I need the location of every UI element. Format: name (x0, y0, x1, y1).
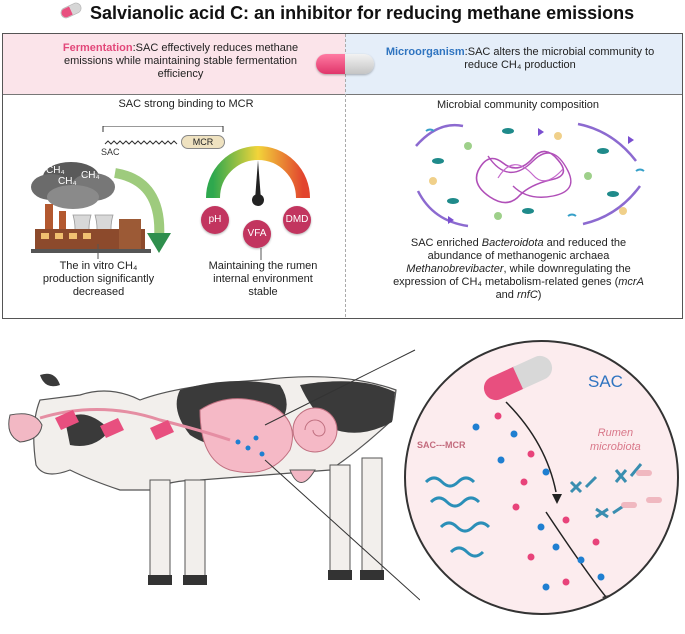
cow-illustration (8, 349, 420, 601)
sac-label: SAC (588, 372, 623, 391)
fermentation-summary: Fermentation:SAC effectively reduces met… (53, 42, 308, 81)
summary-gene-mcra: mcrA (618, 276, 644, 288)
microorganism-text: :SAC alters the microbial community to r… (464, 46, 655, 71)
title-row: Salvianolic acid C: an inhibitor for red… (0, 0, 685, 30)
microorganism-summary: Microorganism:SAC alters the microbial c… (375, 46, 665, 72)
summary-panel: Fermentation:SAC effectively reduces met… (2, 33, 683, 319)
microbial-community-illustration (415, 122, 645, 228)
microorganism-header (345, 34, 682, 94)
summary-text: SAC enriched (410, 237, 482, 249)
summary-text: and (495, 289, 517, 301)
ch4-label: CH₄ (81, 170, 100, 181)
rumen-label-line: microbiota (590, 441, 641, 453)
binding-title: SAC strong binding to MCR (118, 98, 254, 110)
rumen-contents (424, 355, 662, 604)
summary-text: , while downregulating the expression of… (393, 263, 631, 288)
mcr-tag: MCR (181, 135, 225, 149)
sac-tag: SAC (101, 147, 120, 157)
microorganism-label: Microorganism (385, 46, 465, 58)
fermentation-header (3, 34, 345, 94)
summary-text: ) (537, 289, 542, 301)
factory-emission-icon (31, 162, 171, 253)
header-divider (3, 94, 682, 95)
fermentation-text: :SAC effectively reduces methane emissio… (64, 42, 299, 80)
summary-taxon-bacteroidota: Bacteroidota (481, 237, 544, 249)
capsule-icon (58, 0, 84, 21)
ch4-label: CH₄ (46, 165, 65, 176)
rumen-microbiota-label: Rumen microbiota (590, 426, 641, 454)
composition-title: Microbial community composition (437, 99, 599, 111)
ch4-label: CH₄ (58, 176, 77, 187)
fermentation-label: Fermentation (62, 42, 133, 54)
gauge-caption: Maintaining the rumen internal environme… (208, 260, 318, 298)
summary-taxon-methanobrevibacter: Methanobrevibacter (406, 263, 504, 275)
rumen-label-line: Rumen (597, 427, 634, 439)
dmd-badge: DMD (283, 206, 311, 234)
vfa-badge: VFA (243, 220, 271, 248)
page-title: Salvianolic acid C: an inhibitor for red… (90, 3, 635, 23)
connector-lines (97, 244, 262, 260)
microbiome-summary: SAC enriched Bacteroidota and reduced th… (386, 237, 651, 302)
gauge-icon (206, 146, 310, 206)
capsule-icon (316, 54, 374, 74)
sac-mcr-label: SAC---MCR (417, 440, 466, 450)
panel-divider (345, 34, 346, 317)
summary-text: and reduced the abundance of methanogeni… (427, 237, 627, 262)
summary-gene-rnfc: rnfC (516, 289, 538, 301)
binding-chain-graphic (102, 126, 224, 145)
ph-badge: pH (201, 206, 229, 234)
rumen-zoom-view (404, 340, 679, 615)
production-caption: The in vitro CH₄ production significantl… (42, 260, 155, 298)
